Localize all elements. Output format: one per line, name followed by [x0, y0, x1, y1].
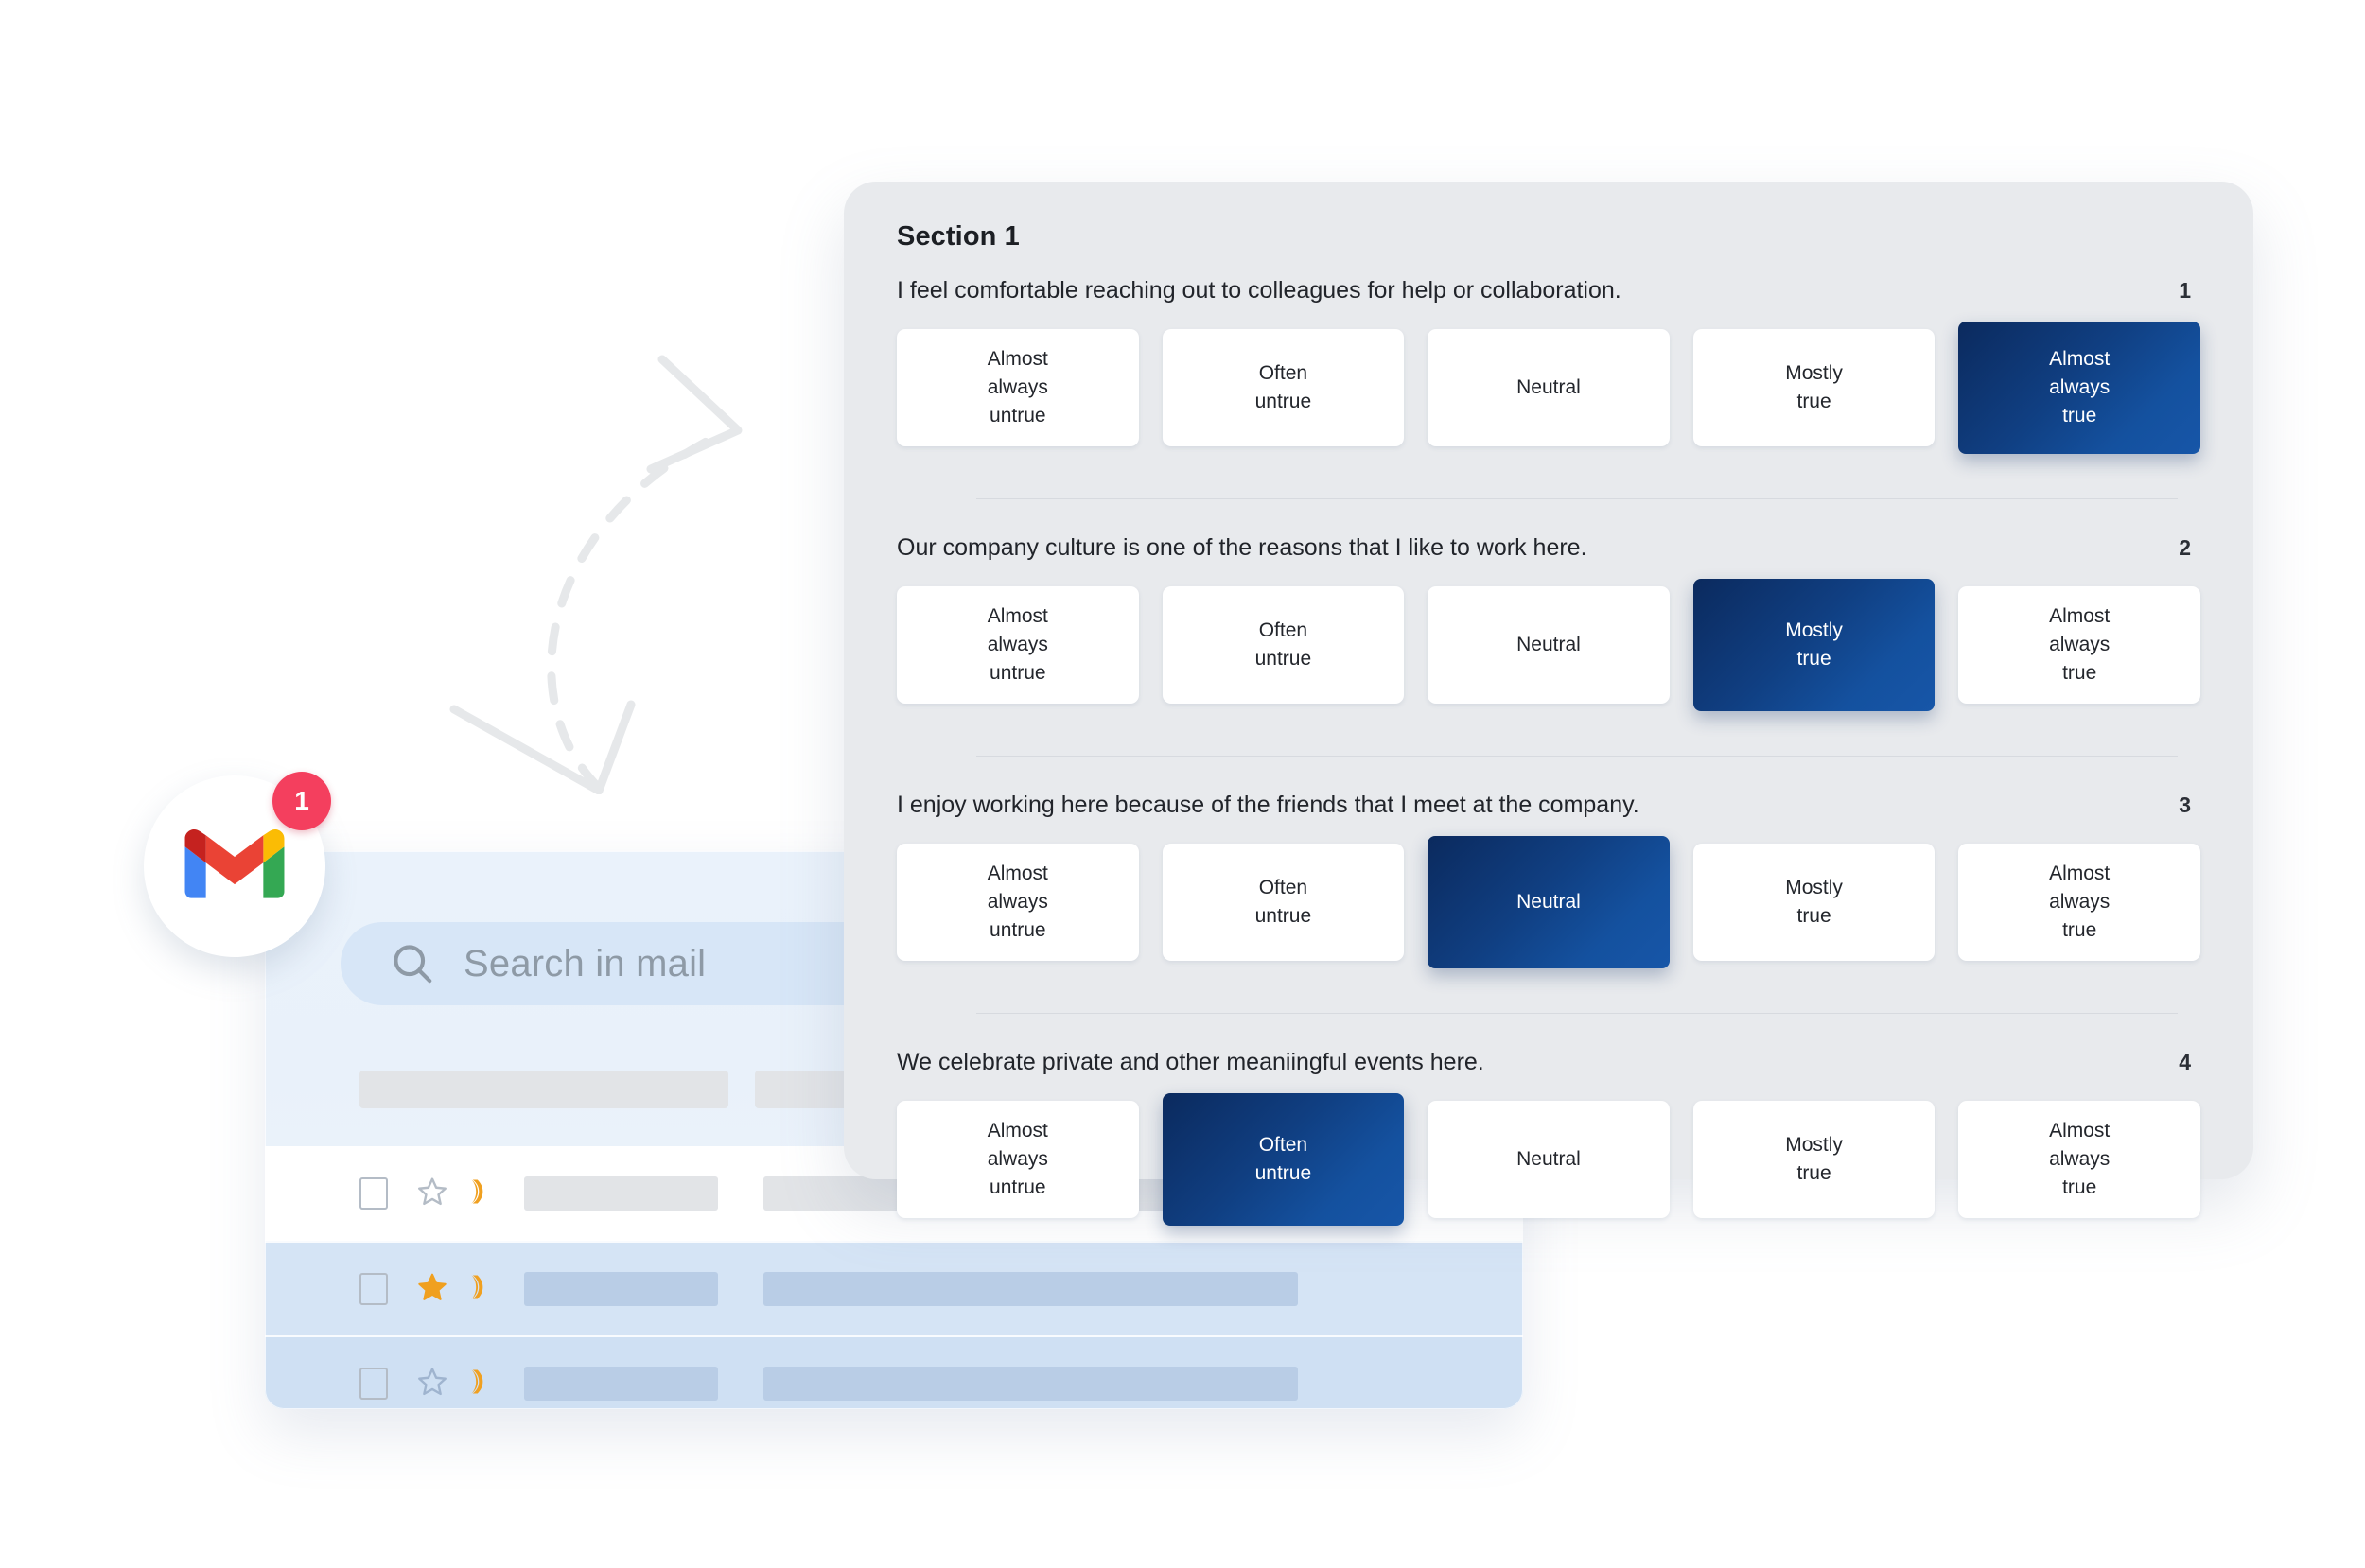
mail-sender-placeholder — [524, 1272, 718, 1306]
checkbox-icon[interactable] — [359, 1368, 388, 1400]
question-block-3: I enjoy working here because of the frie… — [897, 756, 2200, 968]
checkbox-icon[interactable] — [359, 1177, 388, 1210]
question-block-1: I feel comfortable reaching out to colle… — [897, 277, 2200, 454]
question-header: I enjoy working here because of the frie… — [897, 792, 2200, 819]
unread-badge: 1 — [272, 772, 331, 830]
option-tile-neutral[interactable]: Neutral — [1428, 836, 1670, 968]
mail-list-item[interactable] — [265, 1241, 1523, 1335]
important-marker-icon[interactable] — [465, 1273, 492, 1306]
option-tile-neutral[interactable]: Neutral — [1428, 329, 1670, 446]
checkbox-icon[interactable] — [359, 1273, 388, 1305]
star-icon[interactable] — [416, 1176, 448, 1212]
mail-sender-placeholder — [524, 1176, 718, 1211]
question-header: Our company culture is one of the reason… — [897, 534, 2200, 562]
question-text: I enjoy working here because of the frie… — [897, 792, 1639, 818]
question-block-4: We celebrate private and other meaniingf… — [897, 1013, 2200, 1226]
question-text: Our company culture is one of the reason… — [897, 534, 1587, 561]
important-marker-icon[interactable] — [465, 1368, 492, 1401]
question-number: 2 — [2179, 535, 2191, 560]
star-icon[interactable] — [416, 1366, 448, 1402]
mail-subject-placeholder — [763, 1272, 1298, 1306]
search-icon — [388, 939, 437, 988]
mail-subject-placeholder — [763, 1367, 1298, 1401]
question-text: We celebrate private and other meaniingf… — [897, 1049, 1484, 1075]
question-header: We celebrate private and other meaniingf… — [897, 1049, 2200, 1076]
option-tile-neutral[interactable]: Neutral — [1428, 586, 1670, 704]
survey-panel: Section 1 I feel comfortable reaching ou… — [844, 182, 2253, 1226]
important-marker-icon[interactable] — [465, 1177, 492, 1211]
option-tile-neutral[interactable]: Neutral — [1428, 1101, 1670, 1218]
question-number: 4 — [2179, 1050, 2191, 1074]
gmail-logo — [184, 828, 285, 898]
star-icon[interactable] — [416, 1271, 448, 1308]
placeholder-bar-primary — [359, 1071, 728, 1108]
question-header: I feel comfortable reaching out to colle… — [897, 277, 2200, 305]
question-number: 3 — [2179, 793, 2191, 817]
question-number: 1 — [2179, 278, 2191, 303]
question-block-2: Our company culture is one of the reason… — [897, 498, 2200, 711]
section-title: Section 1 — [897, 221, 1020, 252]
question-text: I feel comfortable reaching out to colle… — [897, 277, 1621, 304]
mail-list-item[interactable] — [265, 1335, 1523, 1409]
question-divider — [976, 498, 2178, 499]
dashed-curved-arrow — [449, 355, 743, 794]
mail-sender-placeholder — [524, 1367, 718, 1401]
question-divider — [976, 756, 2178, 757]
question-divider — [976, 1013, 2178, 1014]
search-input-placeholder: Search in mail — [464, 942, 707, 984]
gmail-app-icon[interactable]: 1 — [144, 772, 331, 957]
